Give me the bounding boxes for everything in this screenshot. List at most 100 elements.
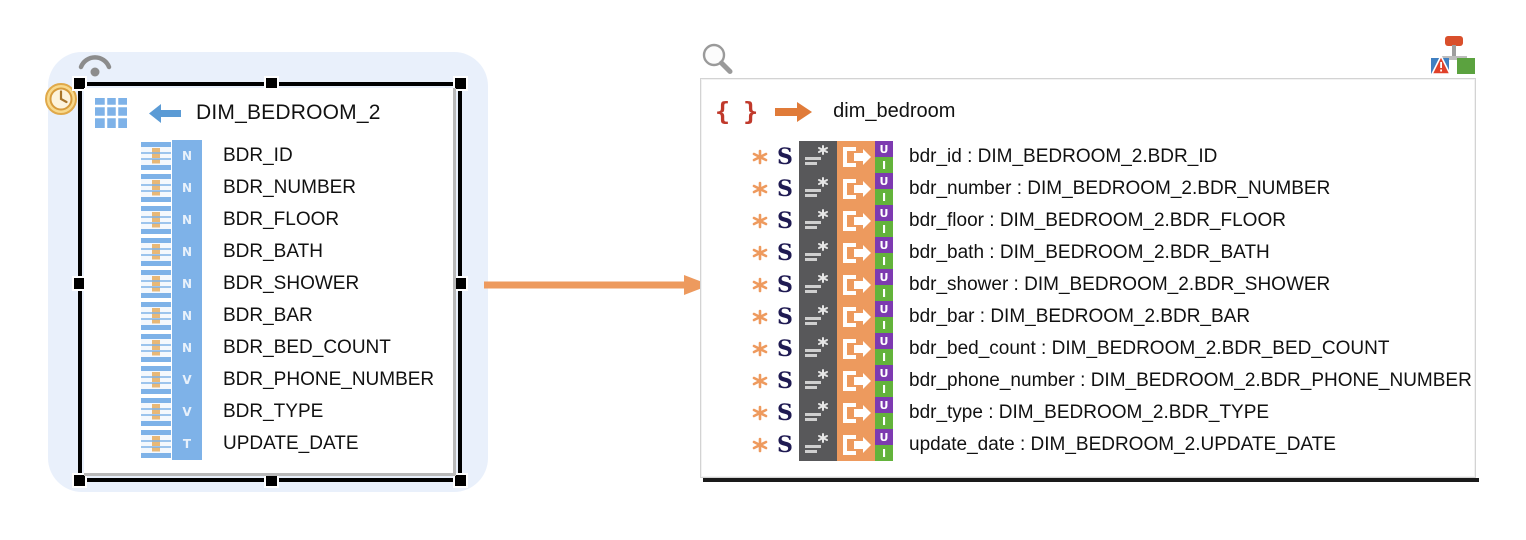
column-icon	[141, 430, 171, 458]
update-badge: U	[875, 365, 893, 381]
asterisk-icon	[752, 341, 768, 357]
list-item[interactable]: S U I bdr_bath : DIM_BEDROOM_2.BDR_BATH	[749, 237, 1472, 269]
table-row[interactable]: V BDR_TYPE	[140, 396, 434, 428]
insert-badge: I	[875, 349, 893, 365]
source-letter: S	[777, 336, 793, 362]
column-type-chip: N	[172, 300, 202, 332]
list-item[interactable]: S U I bdr_phone_number : DIM_BEDROOM_2.B…	[749, 365, 1472, 397]
resize-handle-se[interactable]	[453, 473, 468, 488]
export-bar-icon	[837, 173, 875, 205]
insert-badge: I	[875, 381, 893, 397]
panel-drop-shadow	[703, 478, 1479, 482]
table-row[interactable]: T UPDATE_DATE	[140, 428, 434, 460]
resize-handle-ne[interactable]	[453, 76, 468, 91]
transform-bar-icon	[799, 269, 837, 301]
column-icon	[141, 206, 171, 234]
asterisk-icon	[752, 373, 768, 389]
export-bar-icon	[837, 429, 875, 461]
source-table-card[interactable]: DIM_BEDROOM_2 N BDR_ID	[84, 88, 456, 476]
mapping-expression: update_date : DIM_BEDROOM_2.UPDATE_DATE	[909, 434, 1336, 455]
source-letter: S	[777, 304, 793, 330]
table-row[interactable]: V BDR_PHONE_NUMBER	[140, 364, 434, 396]
insert-badge: I	[875, 445, 893, 461]
clock-icon[interactable]	[44, 82, 78, 116]
insert-badge: I	[875, 189, 893, 205]
update-badge: U	[875, 173, 893, 189]
transform-bar-icon	[799, 429, 837, 461]
source-letter: S	[777, 400, 793, 426]
table-row[interactable]: N BDR_BATH	[140, 236, 434, 268]
source-letter: S	[777, 144, 793, 170]
list-item[interactable]: S U I update_date : DIM_BEDROOM_2.UPDATE…	[749, 429, 1472, 461]
table-row[interactable]: N BDR_BED_COUNT	[140, 332, 434, 364]
asterisk-icon	[752, 277, 768, 293]
table-grid-icon	[95, 98, 127, 128]
orange-right-arrow-icon	[775, 101, 813, 122]
update-badge: U	[875, 141, 893, 157]
update-badge: U	[875, 397, 893, 413]
column-type-chip: T	[172, 428, 202, 460]
list-item[interactable]: S U I bdr_bed_count : DIM_BEDROOM_2.BDR_…	[749, 333, 1472, 365]
mapping-expression: bdr_type : DIM_BEDROOM_2.BDR_TYPE	[909, 402, 1270, 423]
resize-handle-sw[interactable]	[72, 473, 87, 488]
json-braces-icon: { }	[715, 97, 758, 126]
transform-bar-icon	[799, 333, 837, 365]
source-table-header: DIM_BEDROOM_2	[84, 88, 453, 138]
asterisk-icon	[752, 309, 768, 325]
table-row[interactable]: N BDR_ID	[140, 140, 434, 172]
transform-bar-icon	[799, 173, 837, 205]
insert-badge: I	[875, 157, 893, 173]
asterisk-icon	[752, 181, 768, 197]
ui-badges: U I	[875, 397, 893, 429]
list-item[interactable]: S U I bdr_number : DIM_BEDROOM_2.BDR_NUM…	[749, 173, 1472, 205]
resize-handle-nw[interactable]	[72, 76, 87, 91]
ui-badges: U I	[875, 333, 893, 365]
column-icon	[141, 334, 171, 362]
column-name: BDR_BAR	[223, 305, 313, 326]
column-type-chip: V	[172, 364, 202, 396]
table-row[interactable]: N BDR_BAR	[140, 300, 434, 332]
column-type-chip: N	[172, 332, 202, 364]
asterisk-icon	[752, 149, 768, 165]
column-icon	[141, 366, 171, 394]
ui-badges: U I	[875, 205, 893, 237]
mapping-expression: bdr_id : DIM_BEDROOM_2.BDR_ID	[909, 146, 1218, 167]
table-row[interactable]: N BDR_FLOOR	[140, 204, 434, 236]
column-icon	[141, 398, 171, 426]
export-bar-icon	[837, 365, 875, 397]
ui-badges: U I	[875, 301, 893, 333]
mapping-expression: bdr_bed_count : DIM_BEDROOM_2.BDR_BED_CO…	[909, 338, 1390, 359]
ui-badges: U I	[875, 237, 893, 269]
ui-badges: U I	[875, 173, 893, 205]
magnifier-icon[interactable]	[700, 42, 734, 76]
mapping-expression: bdr_bar : DIM_BEDROOM_2.BDR_BAR	[909, 306, 1251, 327]
export-bar-icon	[837, 269, 875, 301]
mapping-list: S U I bdr_id : DIM_BEDROOM_2.BDR_ID S	[749, 141, 1472, 461]
column-name: BDR_BED_COUNT	[223, 337, 391, 358]
selection-frame[interactable]	[72, 76, 468, 488]
column-icon	[141, 302, 171, 330]
ui-badges: U I	[875, 429, 893, 461]
source-letter: S	[777, 432, 793, 458]
export-bar-icon	[837, 301, 875, 333]
export-bar-icon	[837, 141, 875, 173]
table-row[interactable]: N BDR_SHOWER	[140, 268, 434, 300]
mapping-expression: bdr_floor : DIM_BEDROOM_2.BDR_FLOOR	[909, 210, 1286, 231]
asterisk-icon	[752, 405, 768, 421]
list-item[interactable]: S U I bdr_type : DIM_BEDROOM_2.BDR_TYPE	[749, 397, 1472, 429]
column-icon	[141, 270, 171, 298]
ui-badges: U I	[875, 365, 893, 397]
list-item[interactable]: S U I bdr_shower : DIM_BEDROOM_2.BDR_SHO…	[749, 269, 1472, 301]
transform-bar-icon	[799, 397, 837, 429]
orange-arrow-connector[interactable]	[484, 274, 712, 296]
column-name: BDR_TYPE	[223, 401, 324, 422]
mapping-expression: bdr_phone_number : DIM_BEDROOM_2.BDR_PHO…	[909, 370, 1472, 391]
list-item[interactable]: S U I bdr_id : DIM_BEDROOM_2.BDR_ID	[749, 141, 1472, 173]
list-item[interactable]: S U I bdr_bar : DIM_BEDROOM_2.BDR_BAR	[749, 301, 1472, 333]
list-item[interactable]: S U I bdr_floor : DIM_BEDROOM_2.BDR_FLOO…	[749, 205, 1472, 237]
target-mapping-panel[interactable]: { } dim_bedroom S U I bdr_id :	[700, 78, 1476, 478]
tool-warning-icon[interactable]	[1427, 34, 1479, 78]
blue-left-arrow-icon	[149, 104, 181, 123]
table-row[interactable]: N BDR_NUMBER	[140, 172, 434, 204]
